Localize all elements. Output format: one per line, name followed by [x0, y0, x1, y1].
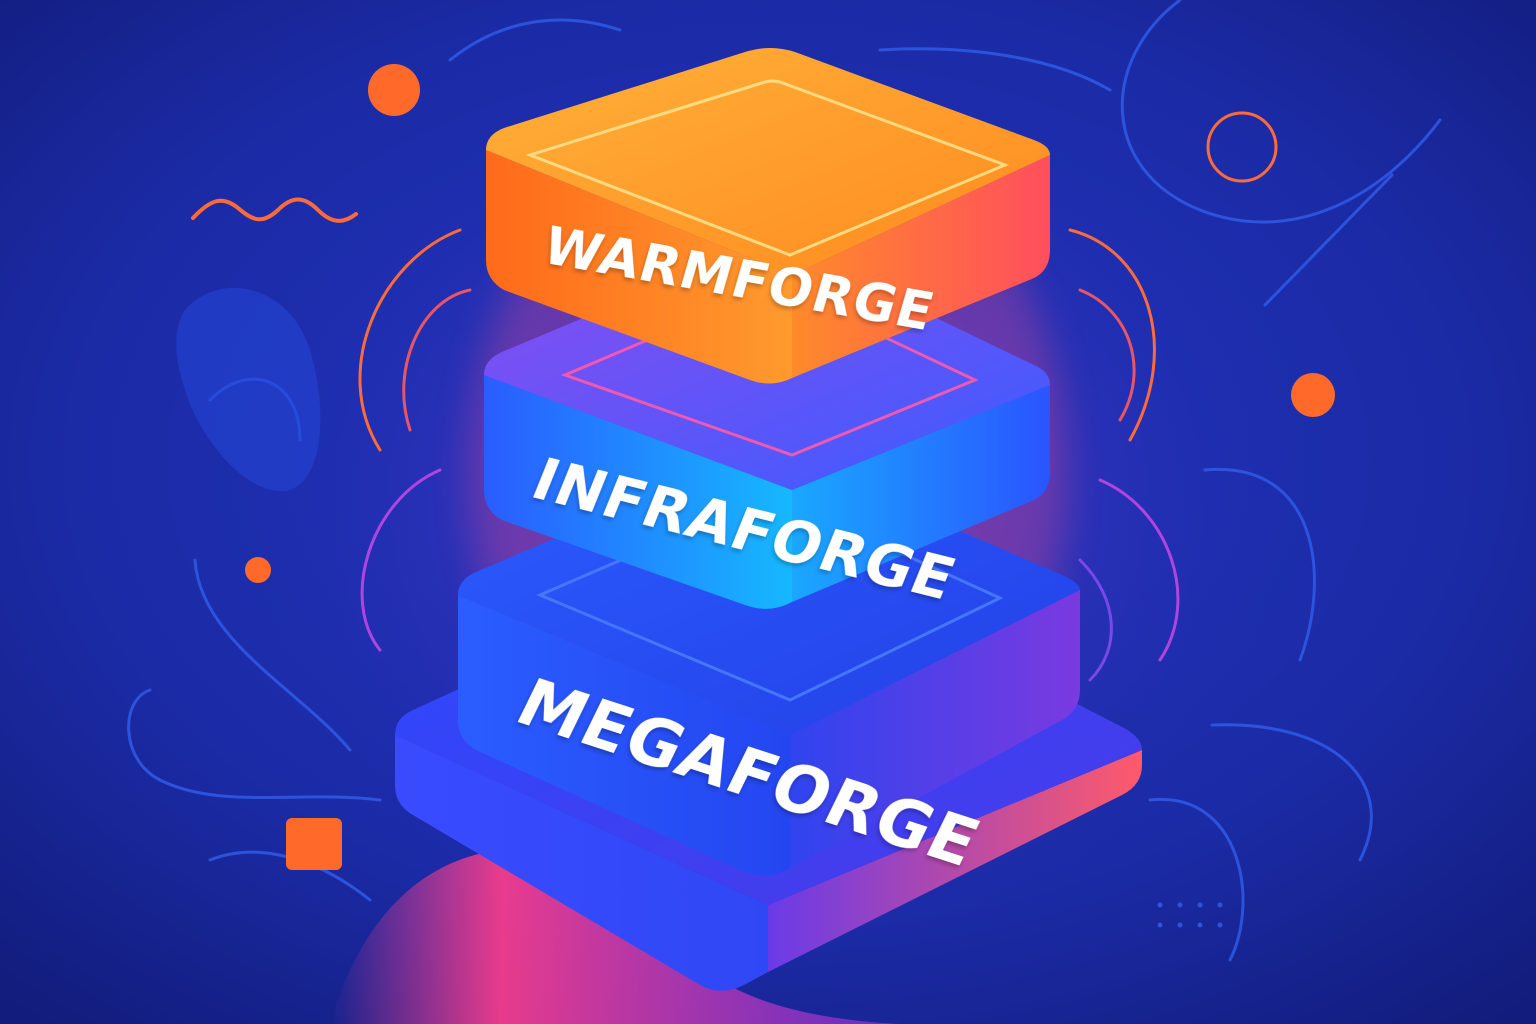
warmforge-left-side: [486, 150, 792, 384]
left-blob-shape: [176, 287, 321, 492]
base-slab-left-side: [395, 735, 768, 991]
bottom-wave: [330, 849, 900, 1024]
orange-squiggle: [191, 197, 358, 223]
accent-shapes: [191, 64, 1335, 870]
megaforge-right-side: [790, 590, 1080, 868]
dot-grid: [1157, 902, 1223, 928]
infraforge-left-side: [484, 375, 792, 609]
orbit-arcs: [358, 228, 1180, 682]
warmforge-right-side: [792, 155, 1050, 378]
warmforge-top-inset: [525, 79, 1010, 257]
orange-dot-right: [1291, 373, 1335, 417]
orange-dot-top-left: [368, 64, 420, 116]
orange-dot-left: [245, 557, 271, 583]
warmforge-top: [486, 48, 1050, 275]
infraforge-right-side: [792, 385, 1050, 602]
orange-ring-top-right: [1206, 111, 1278, 183]
base-slab-right-side: [768, 750, 1142, 972]
warmforge-layer: WARMFORGE: [486, 48, 1050, 384]
orange-square-left: [286, 818, 342, 870]
megaforge-left-side: [458, 595, 790, 876]
